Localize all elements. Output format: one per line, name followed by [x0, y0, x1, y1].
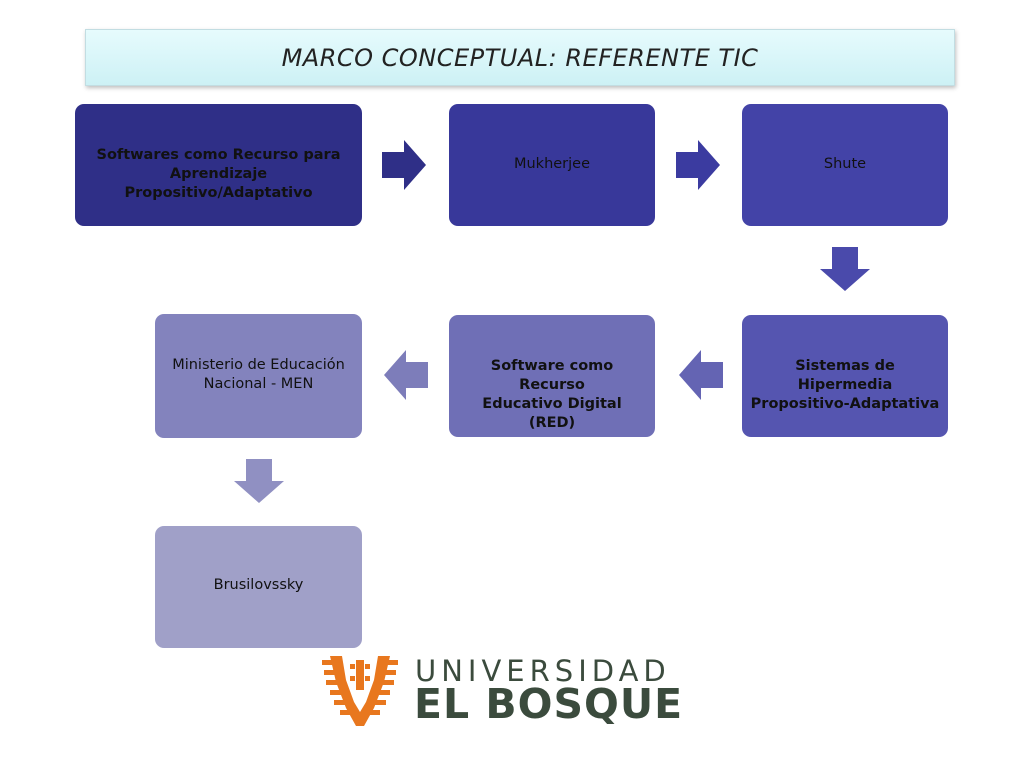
el-bosque-emblem-icon — [322, 656, 398, 726]
node-sistemas-hipermedia: Sistemas de Hipermedia Propositivo-Adapt… — [742, 315, 948, 437]
node-line: Software como Recurso — [490, 358, 614, 393]
logo-line-el-bosque: EL BOSQUE — [414, 680, 684, 728]
arrow-right-icon — [382, 140, 426, 190]
arrow-left-icon — [679, 350, 723, 400]
arrow-down-icon — [820, 247, 870, 291]
universidad-el-bosque-logo: UNIVERSIDAD EL BOSQUE — [320, 650, 690, 730]
logo-line-universidad: UNIVERSIDAD — [415, 654, 671, 688]
node-ministerio-men: Ministerio de Educación Nacional - MEN — [155, 314, 362, 438]
node-line: Softwares como Recurso para — [96, 147, 341, 163]
node-softwares-recurso: Softwares como Recurso para Aprendizaje … — [75, 104, 362, 226]
node-shute: Shute — [742, 104, 948, 226]
arrow-right-icon — [676, 140, 720, 190]
node-line: Nacional - MEN — [203, 376, 314, 392]
node-line: Mukherjee — [513, 156, 591, 172]
node-line: Ministerio de Educación — [172, 357, 345, 373]
node-brusilovssky: Brusilovssky — [155, 526, 362, 648]
arrow-down-icon — [234, 459, 284, 503]
arrow-left-icon — [384, 350, 428, 400]
node-line: Propositivo-Adaptativa — [750, 396, 940, 412]
node-line: Sistemas de Hipermedia — [795, 358, 895, 393]
node-line: Aprendizaje Propositivo/Adaptativo — [124, 166, 313, 201]
node-line: Brusilovssky — [213, 577, 304, 593]
node-software-red: Software como Recurso Educativo Digital … — [449, 315, 655, 437]
node-line: Shute — [823, 156, 867, 172]
title-bar: MARCO CONCEPTUAL: REFERENTE TIC — [85, 29, 955, 86]
node-mukherjee: Mukherjee — [449, 104, 655, 226]
node-line: Educativo Digital (RED) — [482, 396, 622, 431]
slide-title: MARCO CONCEPTUAL: REFERENTE TIC — [281, 43, 759, 72]
